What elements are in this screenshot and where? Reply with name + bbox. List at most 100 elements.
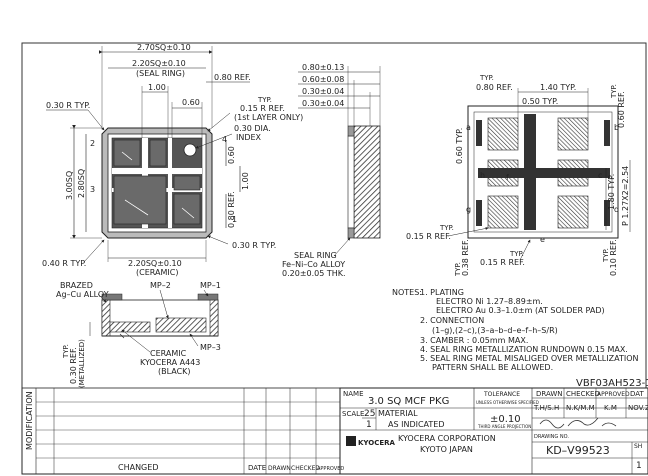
r040: 0.40 R TYP. [42, 259, 86, 268]
top-view: 2.70SQ±0.10 2.20SQ±0.10 (SEAL RING) 0.80… [42, 43, 303, 277]
note-4: 4. SEAL RING METALLIZATION RUNDOWN 0.15 … [420, 345, 628, 354]
pad-label-e: e [540, 235, 545, 244]
pad-3 [113, 175, 167, 225]
notes-title: NOTES: [392, 288, 422, 297]
rv-typ-left2: TYP. [454, 262, 462, 277]
note-1a: ELECTRO Ni 1.27–8.89±m. [436, 297, 543, 306]
note-2a: (1–g),(2–c),(3–a–b–d–e–f–h–S/R) [432, 326, 558, 335]
pad-1 [173, 193, 201, 225]
index-label: INDEX [236, 133, 262, 142]
pad-label-b: b [614, 123, 619, 132]
date-value: NOV.2 [628, 404, 648, 412]
rv-typ-bottom: TYP. [509, 250, 524, 258]
pin-4: 4 [222, 135, 227, 144]
dim-300sq: 3.00SQ [65, 171, 74, 200]
dim-100-side: 1.00 [241, 172, 250, 190]
logo-text: KYOCERA [358, 439, 396, 447]
rv-pitch: P 1.27X2=2.54 [621, 166, 630, 226]
rev-changed: CHANGED [118, 463, 158, 472]
note-1: 1. PLATING [420, 288, 464, 297]
note-5a: PATTERN SHALL BE ALLOWED. [432, 363, 553, 372]
dim-seal-ring-width: 2.20SQ±0.10 [132, 59, 186, 68]
modification-label: MODIFICATION [25, 391, 34, 450]
typ-label-top-right: TYP. [257, 96, 272, 104]
kyocera-a443: KYOCERA A443 [140, 358, 200, 367]
seal-ring-alloy: Fe–Ni–Co ALLOY [282, 260, 345, 269]
signature [539, 417, 617, 429]
rev-approved: APPROVED [317, 466, 344, 472]
rv-050-typ: 0.50 TYP. [522, 97, 558, 106]
pad-a [487, 117, 519, 151]
rv-140-typ: 1.40 TYP. [540, 83, 576, 92]
revision-block: MODIFICATION CHANGED DATE DRAWN CHECKED … [21, 387, 344, 475]
approved-value: K.M [604, 404, 617, 412]
pad-2 [113, 139, 141, 167]
notes-block: NOTES: 1. PLATING ELECTRO Ni 1.27–8.89±m… [392, 288, 638, 372]
brazed-alloy: Ag–Cu ALLOY [56, 290, 109, 299]
title-block: VBF03AH523-1 NAME 3.0 SQ MCF PKG TOLERAN… [339, 378, 648, 475]
pad-label-c: c [598, 171, 602, 180]
dim-060-top: 0.60 [182, 98, 200, 107]
side-view: 0.80±0.13 0.60±0.08 0.30±0.04 0.30±0.04 … [282, 63, 381, 278]
corner-r-bottom: 0.30 R TYP. [232, 241, 276, 250]
rev-checked: CHECKED [291, 465, 320, 472]
dim-080-ref-side: 0.80 REF. [227, 191, 236, 228]
metallized-label: (METALLIZED) [78, 339, 86, 388]
checked-label: CHECKED [566, 390, 600, 398]
company-location: KYOTO JAPAN [420, 445, 473, 454]
brazed-label: BRAZED [60, 281, 93, 290]
date-label: DAT [630, 390, 645, 398]
index-dot [183, 143, 197, 157]
note-2: 2. CONNECTION [420, 316, 484, 325]
side-dim-1: 0.80±0.13 [302, 63, 344, 72]
corner-r-typ: 0.30 R TYP. [46, 101, 90, 110]
pad-label-h: h [480, 171, 485, 180]
drawing-no-top: VBF03AH523-1 [576, 378, 648, 389]
dim-280sq: 2.80SQ [77, 169, 86, 198]
material-label: MATERIAL [378, 409, 418, 418]
pin-1: 1 [232, 215, 237, 224]
metallized-val: 0.30 REF. [69, 347, 78, 384]
pin-3: 3 [90, 185, 95, 194]
pad-label-a: a [466, 123, 471, 132]
rv-typ-left: TYP. [439, 224, 454, 232]
pad-label-d: d [614, 205, 619, 214]
first-layer: (1st LAYER ONLY) [234, 113, 303, 122]
ceramic-label: (CERAMIC) [136, 268, 178, 277]
drawing-no-label: DRAWING NO. [534, 434, 569, 440]
scale-den: 1 [366, 420, 372, 430]
drawn-label: DRAWN [536, 390, 563, 398]
approved-label: APPROVED [597, 391, 630, 398]
bottom-view: a b h c g d e f TYP. 0.80 REF. 1.40 TYP.… [406, 74, 631, 277]
tolerance-label: TOLERANCE [483, 391, 520, 398]
side-dim-2: 0.60±0.08 [302, 75, 344, 84]
rv-060-ref: 0.60 REF. [617, 91, 626, 128]
pad-b [557, 117, 589, 151]
pad-g [487, 195, 519, 229]
side-dim-3: 0.30±0.04 [302, 87, 344, 96]
sheet-value: 1 [636, 461, 642, 471]
seal-ring-thk: 0.20±0.05 THK. [282, 269, 346, 278]
company-name: KYOCERA CORPORATION [398, 434, 496, 443]
rv-typ-br: TYP. [602, 248, 610, 263]
scale-num: 25 [364, 409, 375, 419]
rv-typ-right: TYP. [610, 84, 618, 99]
mp3-label: MP–3 [200, 343, 221, 352]
note-3: 3. CAMBER : 0.05mm MAX. [420, 336, 528, 345]
tolerance-sub: UNLESS OTHERWISE SPECIFIED [476, 400, 539, 405]
rv-038-ref: 0.38 REF. [461, 239, 470, 276]
rv-typ: TYP. [479, 74, 494, 82]
drawing-no: KD–V99523 [546, 444, 610, 457]
mp2-label: MP–2 [150, 281, 171, 290]
projection-label: THIRD ANGLE PROJECTION [477, 424, 531, 429]
rv-080-ref: 0.80 REF. [476, 83, 513, 92]
rv-060-typ: 0.60 TYP. [455, 128, 464, 164]
pad-label-g: g [466, 205, 471, 214]
mp1-label: MP–1 [200, 281, 221, 290]
sheet-label: SH [634, 443, 642, 450]
dim-seal-ring-label: (SEAL RING) [136, 69, 185, 78]
rv-180-typ: 1.80 TYP. [607, 174, 616, 210]
dim-100-top: 1.00 [148, 83, 166, 92]
checked-value: N.K/M.M [566, 404, 595, 412]
